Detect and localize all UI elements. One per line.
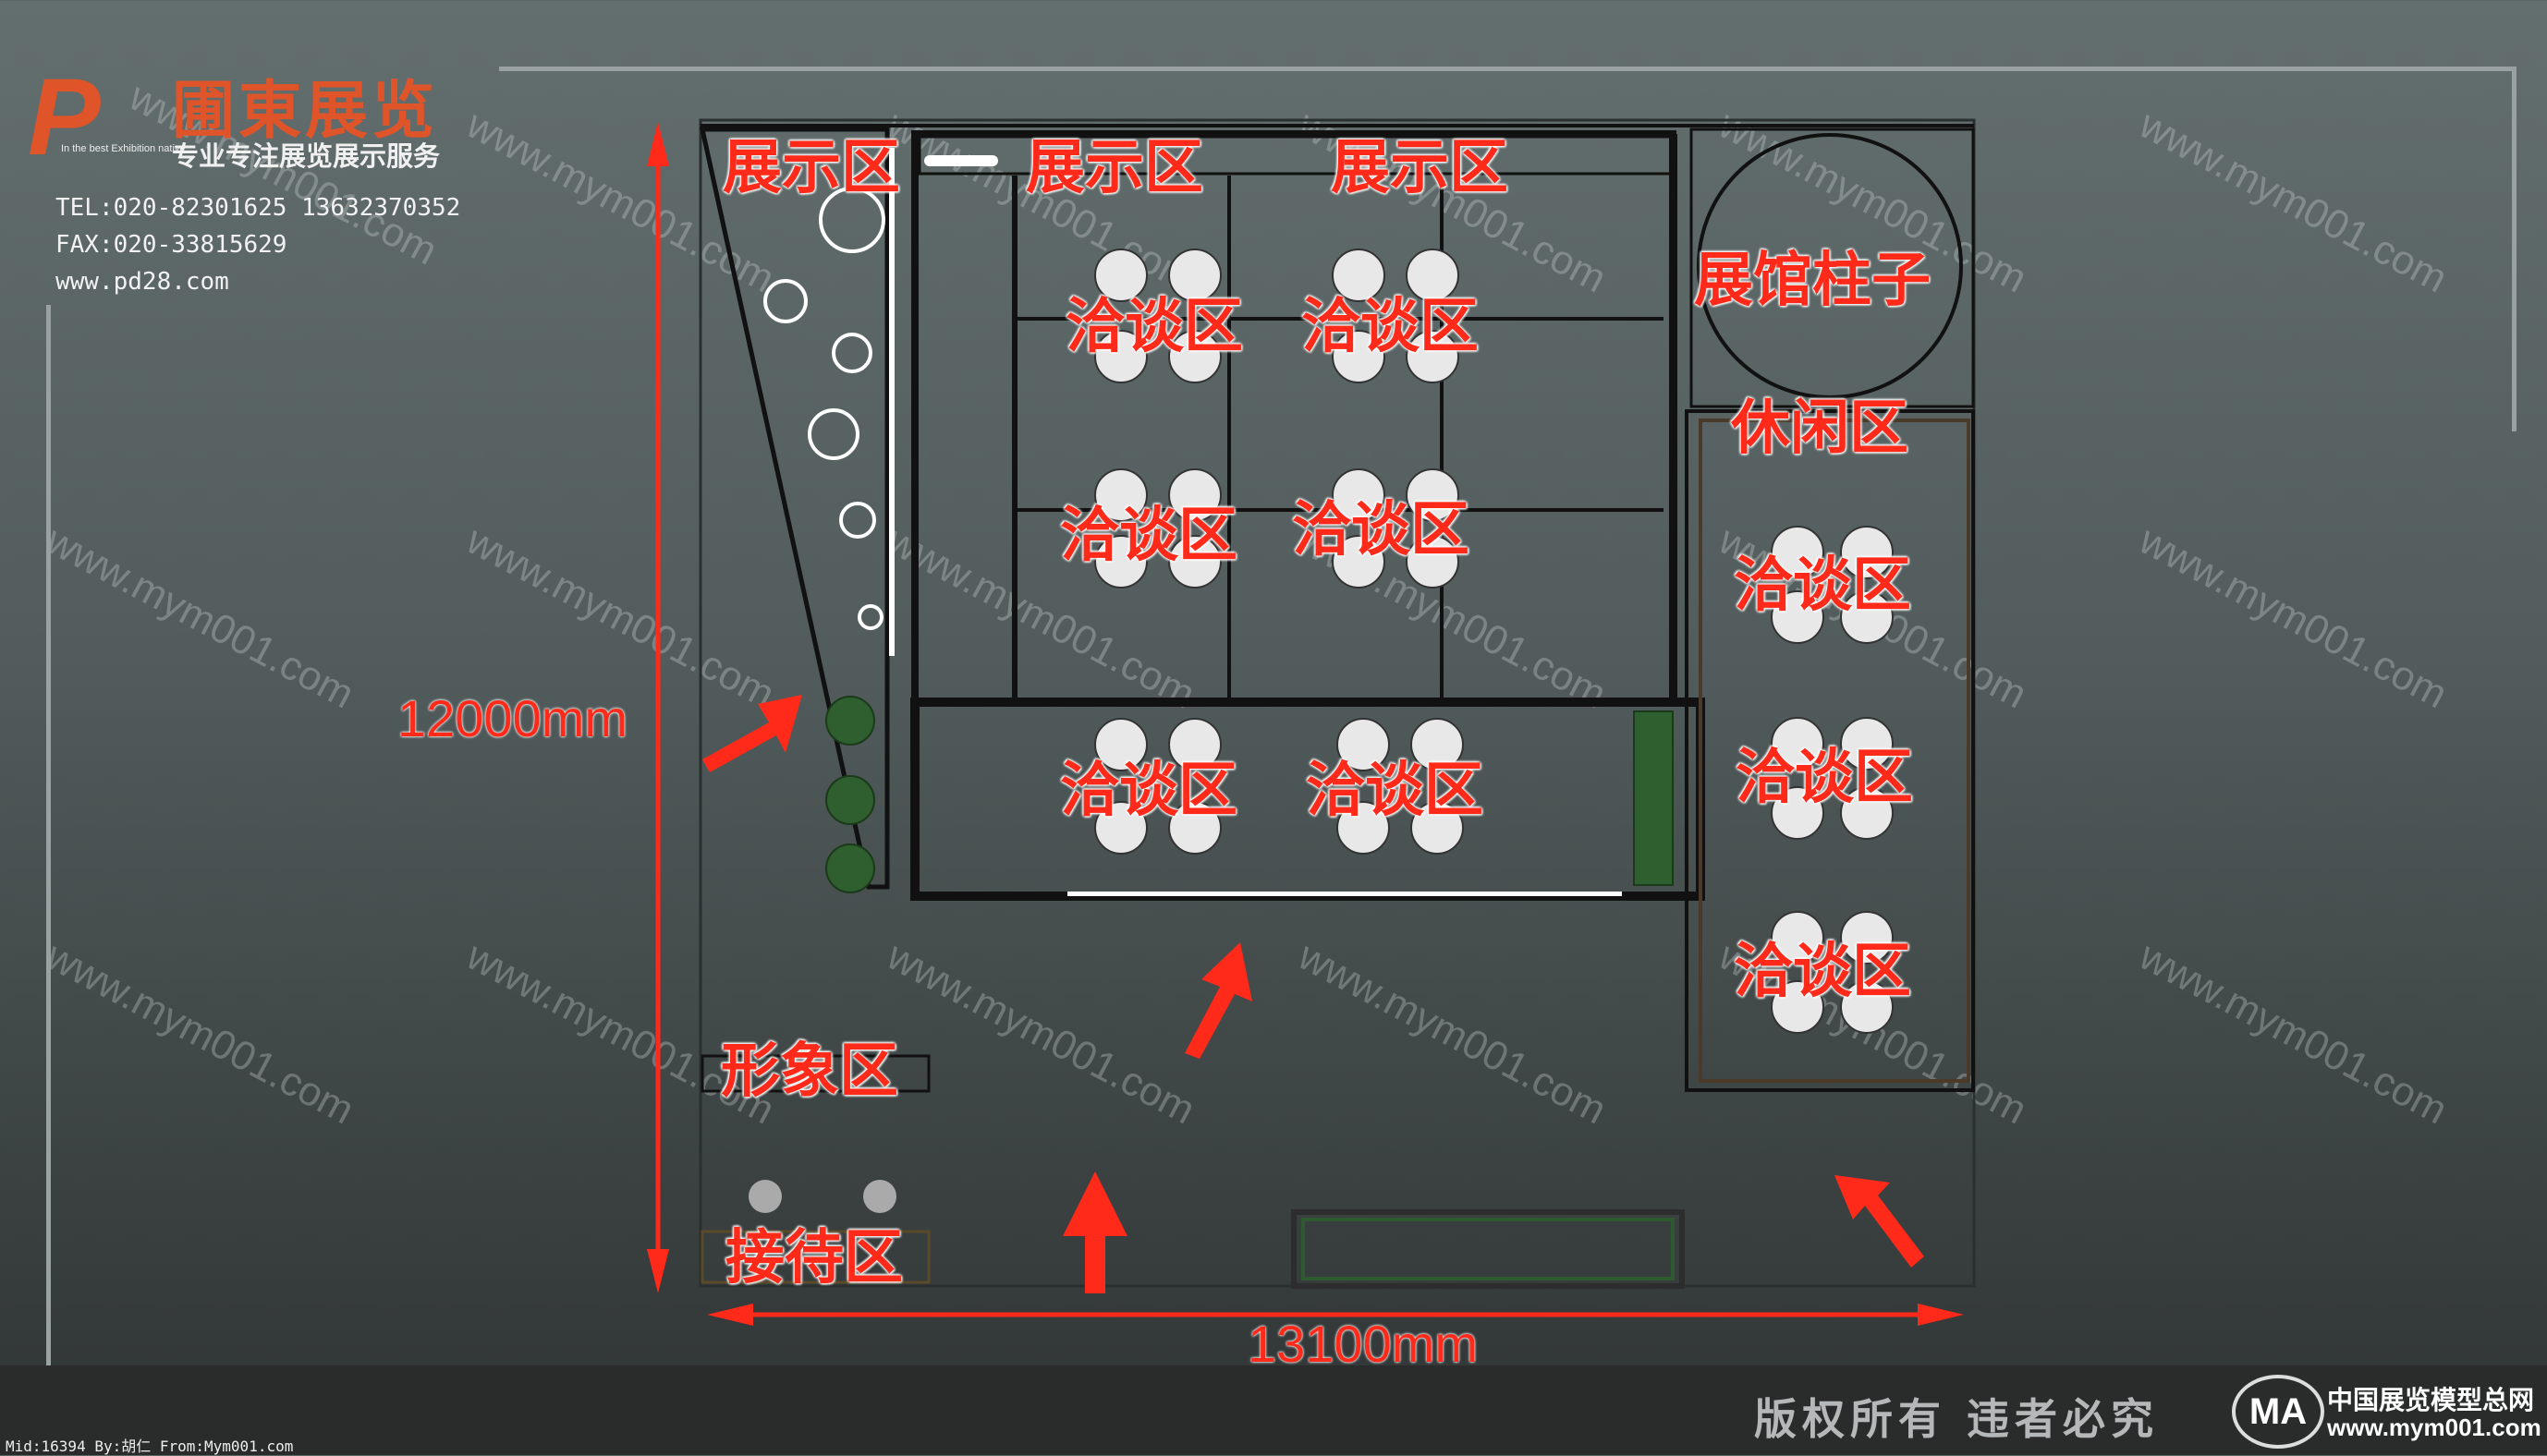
zone-negotiation: 洽谈区 [1734, 938, 1911, 1006]
model-id-line: Mid:16394 By:胡仁 From:Mym001.com [6, 1438, 294, 1455]
frame-left-line [46, 305, 51, 1412]
zone-negotiation: 洽谈区 [1734, 552, 1911, 620]
zone-display-2: 展示区 [1026, 134, 1203, 202]
contact-fax: FAX:020-33815629 [55, 231, 287, 259]
zone-negotiation: 洽谈区 [1736, 744, 1913, 812]
frame-right-line [2512, 67, 2517, 431]
zone-reception: 接待区 [725, 1224, 903, 1292]
copyright-notice: 版权所有 违者必究 [1753, 1394, 2159, 1444]
contact-web: www.pd28.com [55, 268, 229, 296]
dimension-height: 12000mm [397, 689, 628, 747]
zone-negotiation: 洽谈区 [1306, 757, 1483, 825]
zone-image-area: 形象区 [721, 1037, 898, 1106]
zone-display-3: 展示区 [1331, 134, 1508, 202]
footer-bar [0, 1365, 2547, 1455]
zone-pillar: 展馆柱子 [1694, 247, 1931, 315]
brand-logo: P [28, 56, 101, 178]
zone-negotiation: 洽谈区 [1060, 502, 1237, 570]
site-url: www.mym001.com [2327, 1414, 2541, 1441]
zone-lounge: 休闲区 [1731, 394, 1908, 463]
contact-tel: TEL:020-82301625 13632370352 [55, 194, 461, 222]
zone-display-1: 展示区 [723, 134, 900, 202]
brand-tagline: 专业专注展览展示服务 [172, 140, 441, 172]
frame-top-line [499, 67, 2514, 71]
brand-logo-subtext: In the best Exhibition native [61, 143, 186, 154]
zone-negotiation: 洽谈区 [1066, 293, 1243, 361]
zone-negotiation: 洽谈区 [1292, 496, 1469, 564]
brand-name: 圃東展览 [172, 75, 439, 148]
floor-plan [647, 118, 1976, 1326]
zone-negotiation: 洽谈区 [1301, 293, 1479, 361]
site-logo: MA [2232, 1375, 2324, 1449]
site-name: 中国展览模型总网 [2327, 1385, 2535, 1415]
dimension-width: 13100mm [1248, 1315, 1479, 1373]
zone-negotiation: 洽谈区 [1060, 757, 1237, 825]
